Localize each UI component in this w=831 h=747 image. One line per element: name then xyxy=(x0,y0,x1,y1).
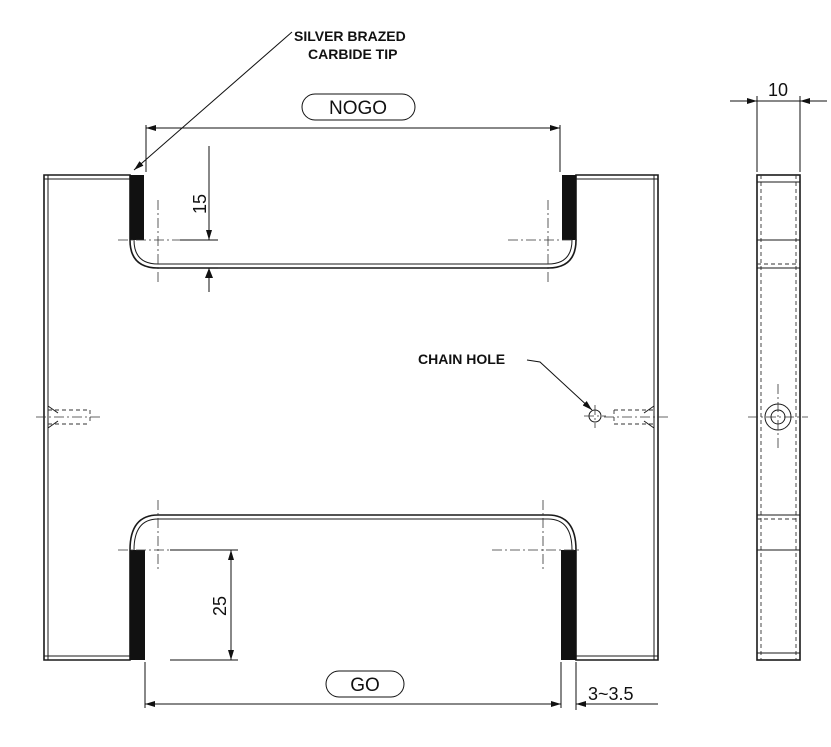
go-depth-label: 25 xyxy=(210,596,230,616)
tip-leader-line xyxy=(133,31,293,171)
threaded-hole-right xyxy=(604,405,668,429)
front-view xyxy=(36,174,668,661)
svg-text:GO: GO xyxy=(350,675,380,696)
chain-hole-leader-line xyxy=(526,359,593,411)
chain-hole xyxy=(584,405,606,428)
tip-offset-dimension xyxy=(555,662,658,710)
go-tag: GO xyxy=(325,670,405,698)
thickness-label: 10 xyxy=(768,80,788,100)
nogo-width-dimension xyxy=(145,125,561,172)
tip-label-line2: CARBIDE TIP xyxy=(308,46,397,62)
carbide-tip-go-right xyxy=(561,550,576,660)
nogo-depth-dimension xyxy=(180,146,218,292)
go-depth-dimension xyxy=(170,549,238,661)
carbide-tip-go-left xyxy=(130,550,145,660)
svg-text:NOGO: NOGO xyxy=(329,98,387,119)
tip-offset-label: 3~3.5 xyxy=(588,684,634,704)
carbide-tip-nogo-left xyxy=(130,175,144,240)
side-view-outline xyxy=(756,174,801,661)
gauge-outline xyxy=(43,174,659,661)
side-view xyxy=(748,174,808,661)
slot-edge-nogo xyxy=(133,239,573,265)
nogo-depth-label: 15 xyxy=(190,194,210,214)
threaded-hole-left xyxy=(36,405,100,429)
slot-edge-go xyxy=(133,518,573,551)
thickness-dimension xyxy=(730,96,827,172)
carbide-tip-nogo-right xyxy=(562,175,576,240)
tip-label-line1: SILVER BRAZED xyxy=(294,28,406,44)
chain-hole-label: CHAIN HOLE xyxy=(418,351,505,367)
nogo-tag: NOGO xyxy=(301,93,416,121)
go-width-dimension xyxy=(144,662,562,708)
